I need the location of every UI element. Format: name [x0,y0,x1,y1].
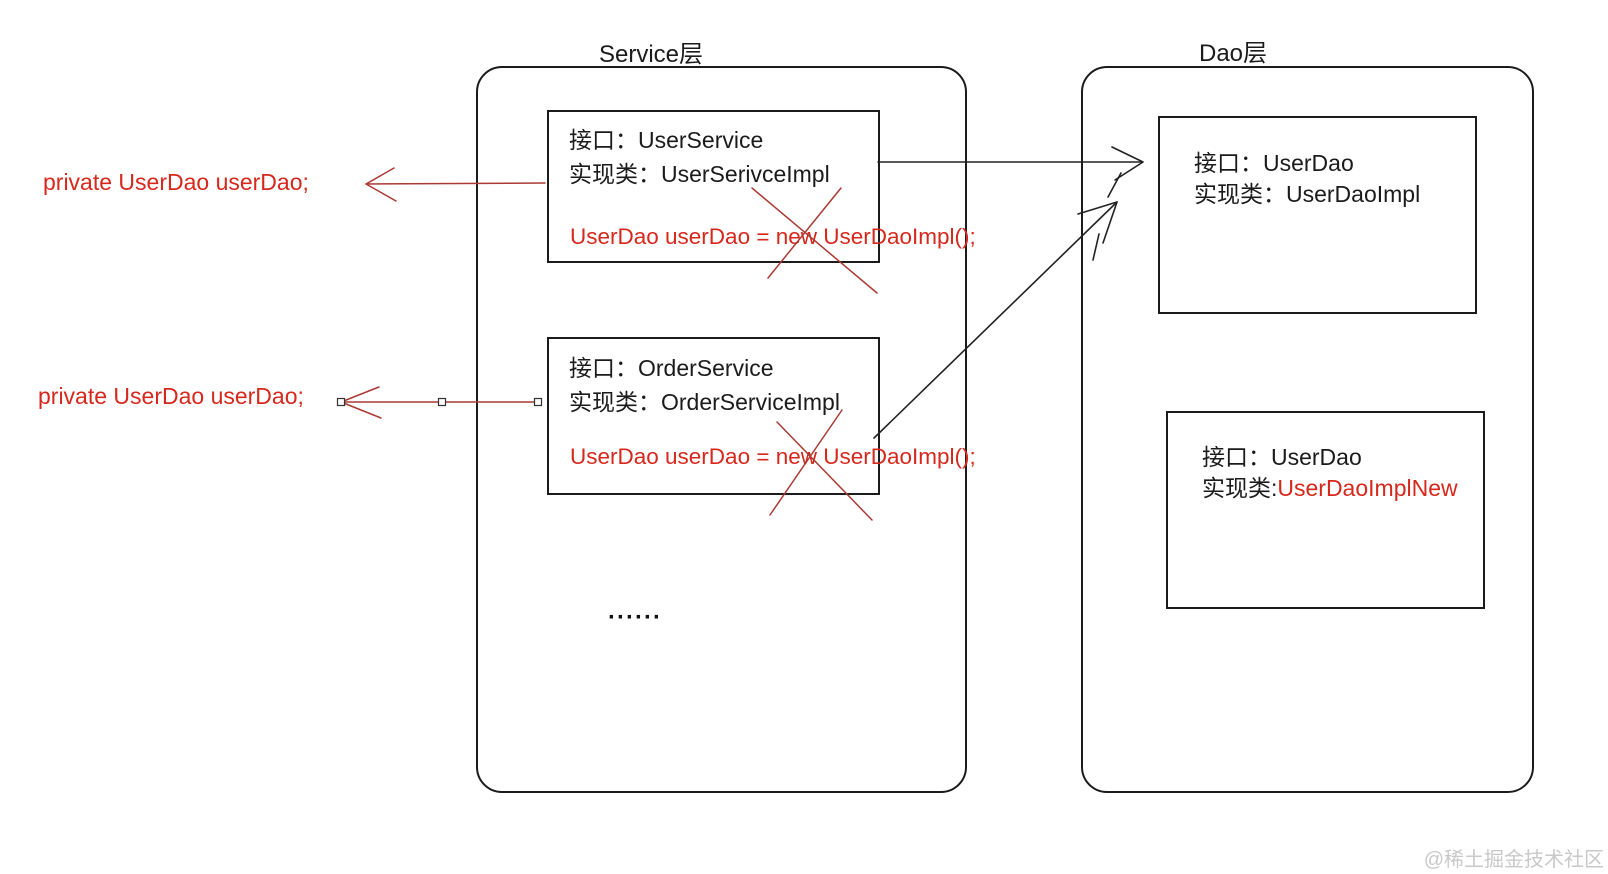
user-dao-impl-line: 实现类：UserDaoImpl [1194,179,1420,210]
interface-label: 接口： [569,127,638,153]
interface-label: 接口： [1194,150,1263,176]
user-dao-new-box: 接口：UserDao 实现类:UserDaoImplNew [1166,411,1485,609]
drag-handle-start[interactable] [336,397,346,407]
impl-name: UserDaoImpl [1286,181,1421,207]
interface-name: UserService [638,127,764,153]
user-dao-box: 接口：UserDao 实现类：UserDaoImpl [1158,116,1477,314]
order-service-interface-line: 接口：OrderService [569,351,840,385]
user-service-impl-line: 实现类：UserSerivceImpl [569,157,830,191]
order-service-box: 接口：OrderService 实现类：OrderServiceImpl Use… [547,337,976,495]
user-dao-interface-line: 接口：UserDao [1194,148,1420,179]
interface-name: UserDao [1271,444,1362,470]
impl-label: 实现类： [1194,181,1286,207]
impl-label: 实现类: [1202,475,1278,501]
user-dao-new-impl-line: 实现类:UserDaoImplNew [1202,473,1458,504]
interface-label: 接口： [569,355,638,381]
interface-name: UserDao [1263,150,1354,176]
impl-name: UserSerivceImpl [661,161,830,187]
watermark: @稀土掘金技术社区 [1423,849,1604,871]
private-userdao-annotation-2: private UserDao userDao; [38,383,304,409]
private-userdao-annotation-1: private UserDao userDao; [43,169,309,195]
dao-layer-title: Dao层 [1198,40,1268,67]
interface-name: OrderService [638,355,774,381]
service-layer-title: Service层 [598,41,704,68]
ellipsis-dots: ······ [608,604,662,631]
user-dao-new-interface-line: 接口：UserDao [1202,442,1458,473]
impl-label: 实现类： [569,389,661,415]
impl-name-highlighted: UserDaoImplNew [1277,475,1458,501]
user-service-interface-line: 接口：UserService [569,123,830,157]
user-service-box: 接口：UserService 实现类：UserSerivceImpl UserD… [547,110,976,263]
impl-name: OrderServiceImpl [661,389,840,415]
impl-label: 实现类： [569,161,661,187]
interface-label: 接口： [1202,444,1271,470]
order-service-code-line: UserDao userDao = new UserDaoImpl(); [570,444,976,469]
drag-handle-middle[interactable] [437,397,447,407]
user-service-code-line: UserDao userDao = new UserDaoImpl(); [570,224,976,249]
order-service-impl-line: 实现类：OrderServiceImpl [569,385,840,419]
